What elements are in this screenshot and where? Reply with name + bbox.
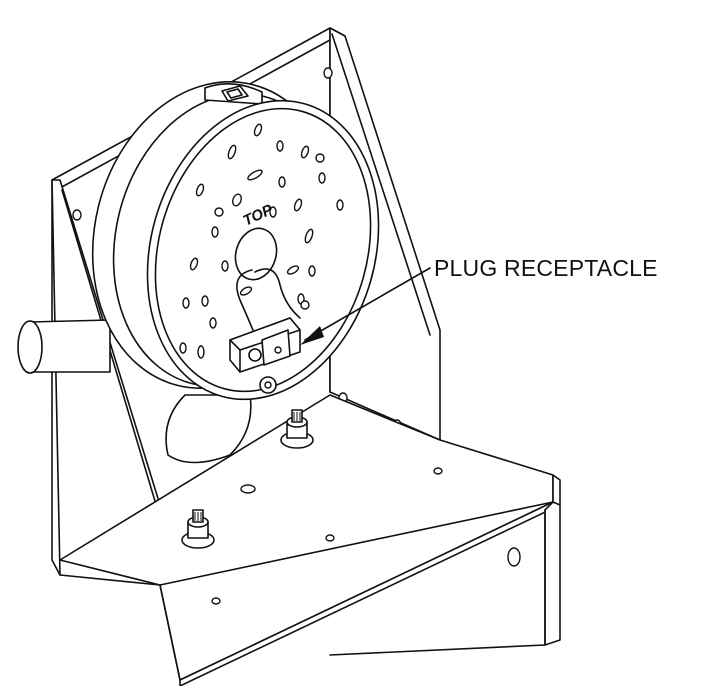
terminal-post-right (280, 409, 314, 449)
callout-arrowhead (300, 326, 324, 345)
callout-leader-line (304, 267, 431, 341)
left-shaft (17, 319, 111, 374)
base-plate (59, 394, 561, 686)
callout-label: PLUG RECEPTACLE (434, 255, 658, 281)
callout-plug-receptacle: PLUG RECEPTACLE (300, 255, 658, 345)
terminal-post-left (181, 509, 215, 549)
face-slots (179, 123, 344, 359)
plug-receptacle-assembly (229, 268, 301, 373)
face-plate: TOP (146, 99, 380, 401)
lower-conduit (165, 394, 252, 464)
